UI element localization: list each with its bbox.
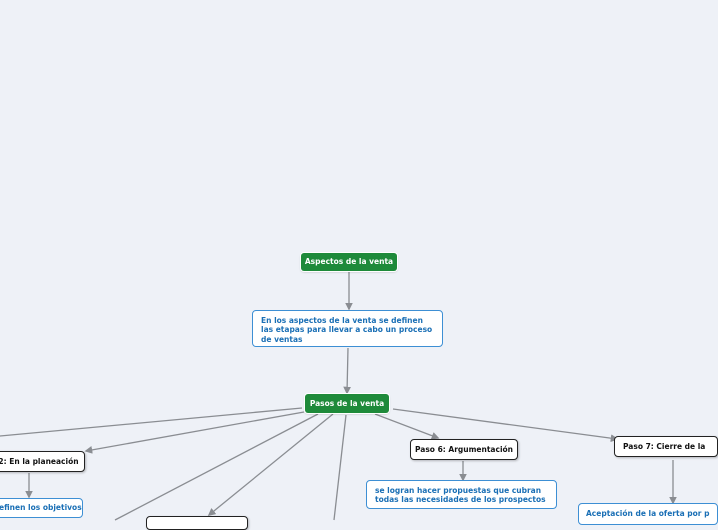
connector-definition-hub	[343, 347, 352, 395]
node-definicion-aspectos[interactable]: En los aspectos de la venta se definen l…	[252, 310, 443, 347]
connector-layer	[0, 272, 677, 521]
node-paso-7-detalle[interactable]: Aceptación de la oferta por p	[578, 503, 718, 525]
connector-hub-lower-left	[114, 413, 319, 521]
node-paso-2-detalle[interactable]: efinen los objetivos	[0, 498, 83, 518]
connector-hub-step2	[84, 411, 305, 454]
node-paso-2-planeacion[interactable]: 2: En la planeación	[0, 451, 85, 472]
node-paso-6-detalle[interactable]: se logran hacer propuestas que cubran to…	[366, 480, 557, 509]
connector-hub-lower-center	[333, 414, 347, 521]
connector-hub-lower-mid	[207, 413, 334, 516]
connector-hub-offscreen-left	[0, 407, 303, 437]
node-lower-partial[interactable]	[146, 516, 248, 530]
connector-hub-step6	[374, 413, 440, 440]
connector-hub-step7	[392, 408, 619, 443]
node-paso-6-argumentacion[interactable]: Paso 6: Argumentación	[410, 439, 518, 460]
node-aspectos-de-la-venta[interactable]: Aspectos de la venta	[301, 253, 397, 271]
node-paso-7-cierre[interactable]: Paso 7: Cierre de la	[614, 436, 718, 457]
node-pasos-de-la-venta[interactable]: Pasos de la venta	[305, 394, 389, 413]
mind-map-canvas: Aspectos de la venta En los aspectos de …	[0, 253, 718, 530]
